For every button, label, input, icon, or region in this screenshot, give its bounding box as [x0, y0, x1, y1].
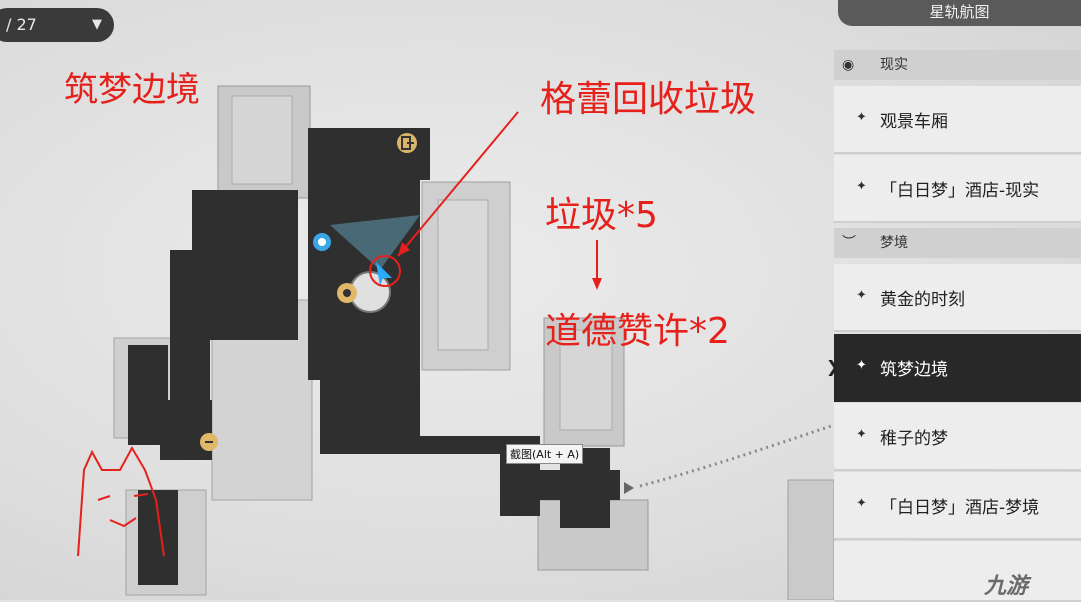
- map-room-light: [559, 329, 613, 431]
- map-room-light: [231, 95, 293, 185]
- map-item-childs-dream[interactable]: ✦ 稚子的梦: [834, 403, 1081, 471]
- player-cursor-icon: [376, 262, 392, 286]
- map-item-label: 「白日梦」酒店-现实: [880, 181, 1040, 201]
- map-item-dream-edge[interactable]: ✦ 筑梦边境: [834, 334, 1081, 402]
- player-view-cone: [330, 215, 420, 270]
- annotation-arrow-head: [592, 278, 602, 290]
- map-dotted-path: [639, 423, 835, 488]
- map-room-light: [437, 199, 489, 351]
- map-item-label: 黄金的时刻: [880, 290, 965, 310]
- map-item-observation-car[interactable]: ✦ 观景车厢: [834, 86, 1081, 154]
- star-icon: ✦: [856, 496, 867, 511]
- screenshot-tooltip: 截图(Alt + A): [506, 444, 584, 464]
- annotation-reward-1: 垃圾*5: [545, 195, 658, 236]
- map-item-hotel-dreamscape[interactable]: ✦ 「白日梦」酒店-梦境: [834, 472, 1081, 540]
- red-doodle: [97, 493, 149, 528]
- annotation-area-name: 筑梦边境: [64, 70, 200, 110]
- watermark: 九游: [984, 574, 1029, 599]
- red-doodle: [77, 445, 165, 557]
- space-anchor-icon: [313, 233, 331, 251]
- section-reality[interactable]: ◉ 现实: [834, 50, 1081, 80]
- section-label: 现实: [880, 57, 908, 73]
- map-item-label: 筑梦边境: [880, 360, 948, 380]
- star-icon: ✦: [856, 110, 867, 125]
- map-item-partial[interactable]: [834, 541, 1081, 602]
- annotation-arrow: [397, 111, 519, 257]
- shop-marker-icon: [200, 433, 218, 451]
- dream-wave-icon: ︶: [842, 235, 856, 251]
- triangle-down-icon[interactable]: ▼: [92, 17, 102, 32]
- highlight-circle: [369, 255, 401, 287]
- star-icon: ✦: [856, 288, 867, 303]
- eye-icon: ◉: [842, 57, 855, 73]
- map-floor: [128, 128, 620, 585]
- section-label: 梦境: [880, 235, 908, 251]
- map-counter: / 27: [6, 15, 37, 34]
- npc-marker-icon: [337, 283, 357, 303]
- exit-arrow-icon: [624, 482, 634, 494]
- map-room-light: [787, 479, 835, 600]
- exit-door-icon: [397, 133, 417, 153]
- annotation-arrow-head: [398, 242, 410, 256]
- star-rail-map-panel: 星轨航图 ◉ 现实 ✦ 观景车厢 ✦ 「白日梦」酒店-现实 ︶ 梦境 ✦ 黄金的…: [834, 0, 1081, 602]
- map-item-label: 观景车厢: [880, 112, 948, 132]
- map-item-label: 稚子的梦: [880, 429, 948, 449]
- star-icon: ✦: [856, 179, 867, 194]
- map-item-golden-hour[interactable]: ✦ 黄金的时刻: [834, 264, 1081, 332]
- panel-title: 星轨航图: [838, 0, 1081, 26]
- map-counter-dropdown[interactable]: / 27 ▼: [0, 8, 114, 42]
- section-dreamscape[interactable]: ︶ 梦境: [834, 228, 1081, 258]
- annotation-reward-2: 道德赞许*2: [545, 311, 730, 352]
- annotation-quest: 格蕾回收垃圾: [540, 79, 757, 120]
- map-item-hotel-reality[interactable]: ✦ 「白日梦」酒店-现实: [834, 155, 1081, 223]
- active-item-pointer-icon: ❯: [826, 357, 840, 376]
- star-icon: ✦: [856, 427, 867, 442]
- map-item-label: 「白日梦」酒店-梦境: [880, 498, 1040, 518]
- star-icon: ✦: [856, 358, 867, 373]
